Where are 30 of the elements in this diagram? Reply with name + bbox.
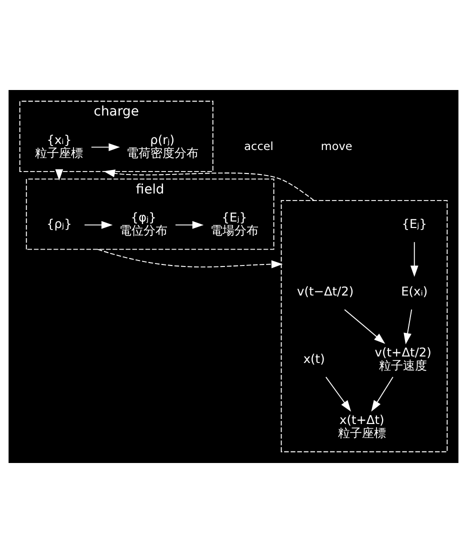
node-label: 電位分布 bbox=[120, 224, 168, 238]
arrow bbox=[90, 143, 120, 152]
arrow bbox=[84, 221, 113, 229]
cluster bbox=[280, 200, 448, 452]
arrow bbox=[325, 376, 352, 412]
arrow bbox=[104, 170, 315, 202]
arrow bbox=[344, 309, 386, 344]
node-text: {xᵢ} bbox=[46, 132, 72, 147]
node-label: 粒子座標 bbox=[338, 426, 386, 440]
label: accel bbox=[244, 140, 274, 154]
node-text: v(t−Δt/2) bbox=[297, 284, 354, 299]
node-text: {Eⱼ} bbox=[402, 217, 428, 232]
arrow bbox=[410, 242, 418, 277]
node-text: x(t) bbox=[303, 352, 325, 366]
node-text: {ρⱼ} bbox=[46, 217, 72, 232]
node-text: ρ(rⱼ) bbox=[150, 132, 174, 147]
node-text: E(xᵢ) bbox=[401, 284, 428, 299]
node-text: x(t+Δt) bbox=[340, 413, 384, 428]
label: move bbox=[320, 140, 352, 154]
node-label: 粒子座標 bbox=[35, 146, 84, 160]
arrow bbox=[175, 221, 204, 229]
node-text: {Eⱼ} bbox=[222, 210, 248, 225]
arrow bbox=[97, 248, 283, 268]
node-text: v(t+Δt/2) bbox=[374, 346, 432, 360]
node-label: 電荷密度分布 bbox=[126, 146, 198, 160]
node-label: 粒子速度 bbox=[379, 358, 428, 373]
node-text: {φⱼ} bbox=[130, 210, 156, 225]
arrow bbox=[371, 376, 394, 412]
arrow bbox=[404, 309, 412, 344]
node-label: 電場分布 bbox=[210, 224, 258, 238]
